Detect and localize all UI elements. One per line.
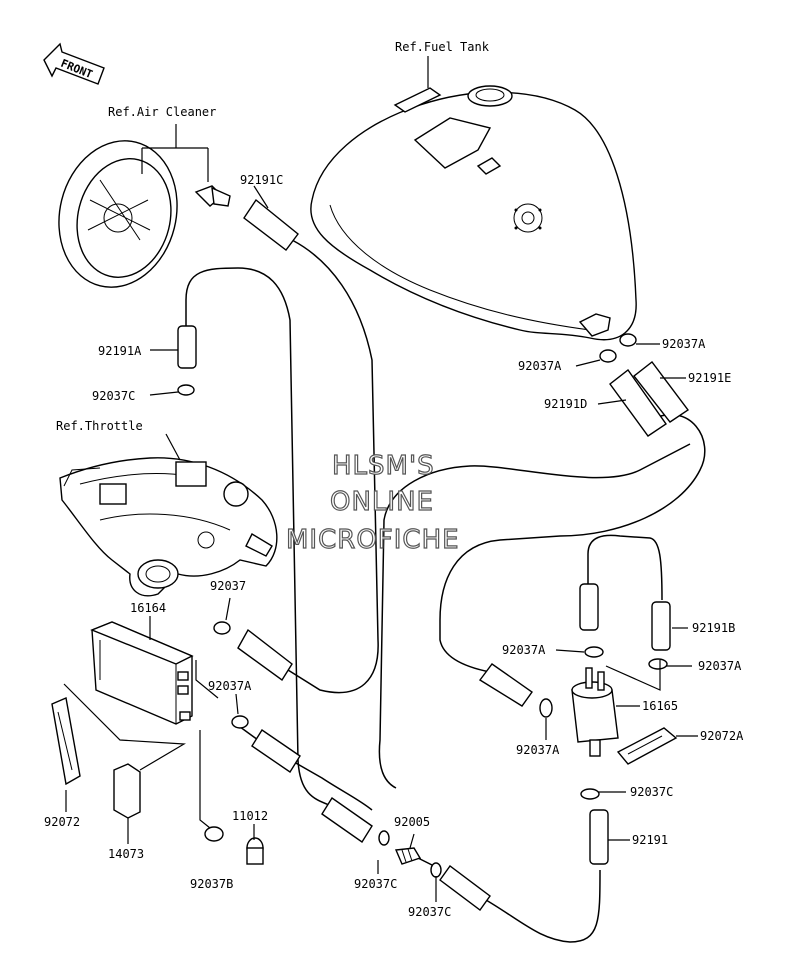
label-16165: 16165 xyxy=(642,699,678,713)
hose-92191A xyxy=(177,325,197,369)
air-cleaner-illustration xyxy=(58,140,231,288)
label-92037C-pump-bottom: 92037C xyxy=(630,785,673,799)
ref-air-cleaner-label: Ref.Air Cleaner xyxy=(108,105,216,119)
ref-throttle-label: Ref.Throttle xyxy=(56,419,143,433)
fuel-tank-illustration xyxy=(310,56,637,341)
ref-fuel-tank-label: Ref.Fuel Tank xyxy=(395,40,490,54)
hose-92191 xyxy=(589,809,609,865)
label-92037A-tank-right: 92037A xyxy=(662,337,706,351)
label-92191: 92191 xyxy=(632,833,668,847)
fitting-92005 xyxy=(394,847,422,865)
label-92037C-top: 92037C xyxy=(92,389,135,403)
label-92191A: 92191A xyxy=(98,344,142,358)
hose-mid-right xyxy=(478,663,533,707)
hose-92191E xyxy=(633,361,690,423)
hose-92191B xyxy=(651,601,671,651)
throttle-body-illustration xyxy=(59,457,278,597)
label-92005: 92005 xyxy=(394,815,430,829)
label-92037C-bottom-right: 92037C xyxy=(408,905,451,919)
hose-bottom-right xyxy=(439,865,491,911)
label-11012: 11012 xyxy=(232,809,268,823)
label-92191C: 92191C xyxy=(240,173,283,187)
label-92191B: 92191B xyxy=(692,621,735,635)
label-92037: 92037 xyxy=(210,579,246,593)
hose-92191C xyxy=(243,198,299,251)
canister-16164 xyxy=(90,621,194,725)
label-92037A-pump-left: 92037A xyxy=(516,743,560,757)
label-92037B: 92037B xyxy=(190,877,233,891)
fuel-pump-16165 xyxy=(571,667,619,757)
hose-92191D xyxy=(609,368,667,437)
hose-routing xyxy=(185,239,706,943)
part-14073 xyxy=(113,763,141,819)
label-14073: 14073 xyxy=(108,847,144,861)
label-92037C-bottom-left: 92037C xyxy=(354,877,397,891)
front-arrow-icon: FRONT xyxy=(43,42,105,85)
hose-canister-lower xyxy=(251,729,301,773)
watermark-line-3: MICROFICHE xyxy=(286,525,460,555)
bracket-92072A xyxy=(616,727,678,765)
label-92191D: 92191D xyxy=(544,397,587,411)
leader-lines xyxy=(65,185,698,902)
label-92037A-pump-top: 92037A xyxy=(502,643,546,657)
clamp-icons xyxy=(177,333,668,878)
bracket-92072 xyxy=(51,697,81,786)
label-92072: 92072 xyxy=(44,815,80,829)
label-92037A-canister: 92037A xyxy=(208,679,252,693)
label-92037A-pump-right: 92037A xyxy=(698,659,742,673)
part-11012 xyxy=(246,837,264,865)
label-92072A: 92072A xyxy=(700,729,744,743)
label-92191E: 92191E xyxy=(688,371,731,385)
label-92037A-tank-left: 92037A xyxy=(518,359,562,373)
watermark-line-2: ONLINE xyxy=(330,487,434,517)
watermark-line-1: HLSM'S xyxy=(332,451,435,481)
hose-92191B-left xyxy=(579,583,599,631)
label-16164: 16164 xyxy=(130,601,166,615)
hose-canister-upper xyxy=(237,628,293,682)
hose-bottom-left xyxy=(321,797,373,843)
